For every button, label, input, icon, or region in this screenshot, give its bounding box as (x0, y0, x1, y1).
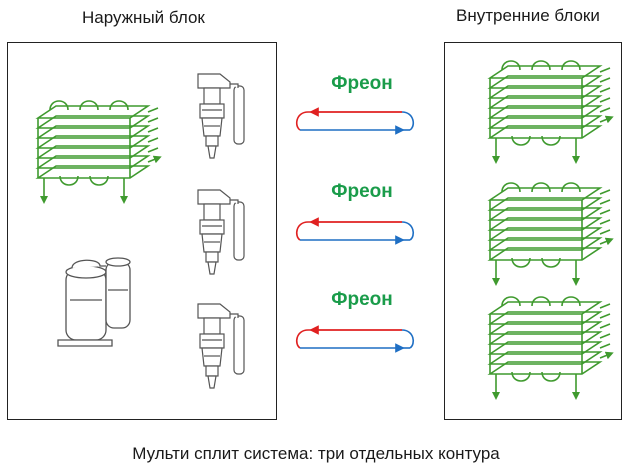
valve-icon-1 (197, 73, 245, 159)
indoor-evaporator-coil-icon-3 (490, 297, 610, 396)
valve-icon-3 (197, 303, 245, 389)
indoor-units-title: Внутренние блоки (456, 6, 600, 25)
indoor-evaporator-coil-icon-1 (490, 61, 610, 160)
compressor-icon (57, 257, 131, 347)
outdoor-unit-title: Наружный блок (82, 8, 205, 27)
freon-label-1: Фреон (331, 73, 393, 94)
indoor-evaporator-coil-icon-2 (490, 183, 610, 282)
flow-arrows-2 (297, 222, 414, 240)
freon-label-2: Фреон (331, 181, 393, 202)
valve-icon-2 (197, 189, 245, 275)
outdoor-condenser-coil-icon (38, 101, 158, 200)
flow-arrows-3 (297, 330, 414, 348)
flow-arrows-1 (297, 112, 414, 130)
diagram-caption: Мульти сплит система: три отдельных конт… (132, 444, 500, 463)
freon-label-3: Фреон (331, 289, 393, 310)
